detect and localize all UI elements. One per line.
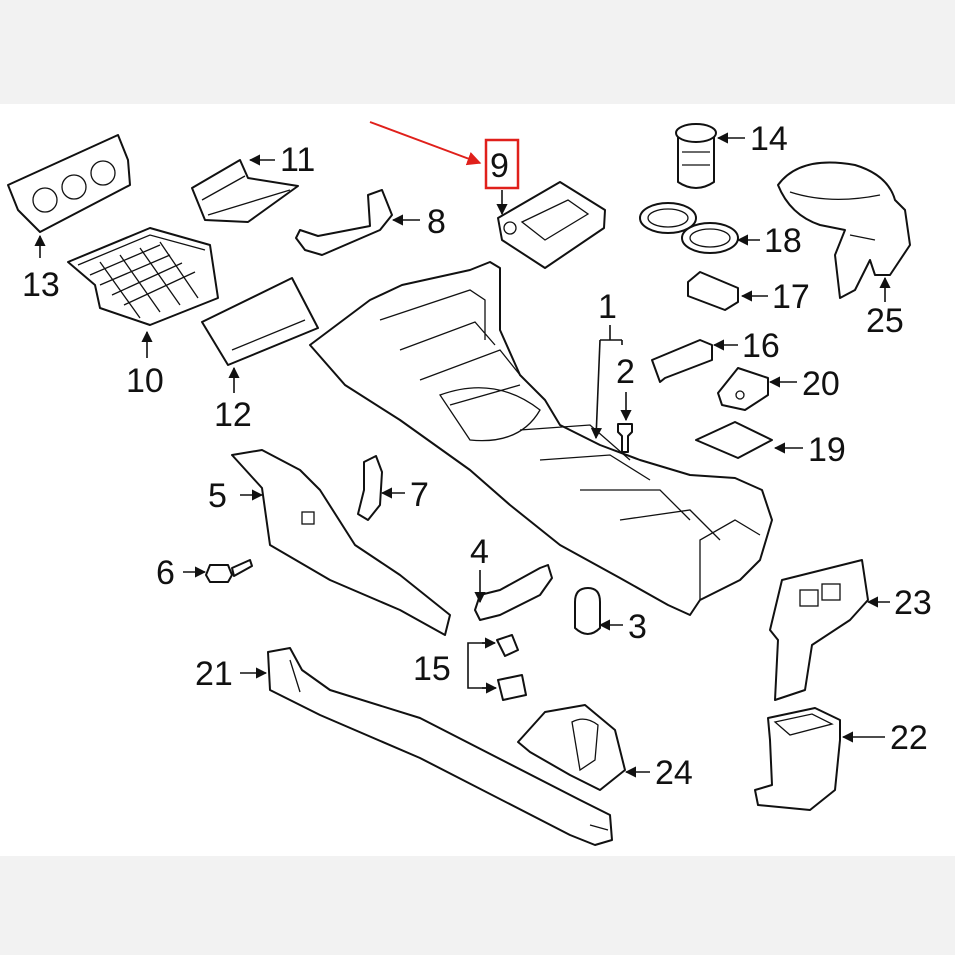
part-5-side-trim [231,449,451,636]
callout-23: 23 [894,584,932,622]
callout-3: 3 [628,608,647,646]
part-1-center-console [309,261,773,616]
part-9-console-insert [497,181,606,269]
callout-10: 10 [126,362,164,400]
callout-17: 17 [772,278,810,316]
part-17-clip [687,271,739,311]
callout-2: 2 [616,353,635,391]
part-12-cover-plate [201,277,319,366]
part-8-trim-strip [295,189,393,256]
part-14-cup-insert [675,123,717,189]
callout-19: 19 [808,431,846,469]
part-4-bracket [474,564,553,621]
callout-20: 20 [802,365,840,403]
part-10-storage-box [67,227,219,326]
callout-7: 7 [410,476,429,514]
callout-24: 24 [655,754,693,792]
callout-9: 9 [490,147,509,185]
callout-21: 21 [195,655,233,693]
part-19-pad [695,421,773,459]
part-11-tray [191,159,299,223]
part-22-rear-duct [754,707,841,811]
callout-labels: 1 2 3 4 5 6 7 8 9 10 11 12 13 14 15 16 1… [22,120,932,792]
callout-11: 11 [280,141,315,179]
callout-15: 15 [413,650,451,688]
callout-18: 18 [764,222,802,260]
callout-6: 6 [156,554,175,592]
part-7-bracket [357,455,383,521]
part-20-small-bracket [717,367,769,411]
part-18-cup-mat [639,202,739,254]
callout-25: 25 [866,302,904,340]
callout-13: 13 [22,266,60,304]
callout-22: 22 [890,719,928,757]
callout-12: 12 [214,396,252,434]
part-23-rear-vent [769,559,869,701]
part-15-clips [496,634,527,701]
part-6-bolt [205,559,253,583]
callout-5: 5 [208,477,227,515]
part-13-switch-panel [7,134,131,233]
part-16-bracket [651,339,713,383]
callout-4: 4 [470,533,489,571]
highlight-box [484,138,520,190]
part-25-armrest [777,161,911,299]
part-2-bolt [617,423,633,453]
highlight-pointer-arrow [369,121,482,166]
part-3-cap [574,587,601,635]
callout-16: 16 [742,327,780,365]
callout-8: 8 [427,203,446,241]
callout-14: 14 [750,120,788,158]
leader-lines [34,132,891,778]
callout-1: 1 [598,288,617,326]
part-21-duct [267,647,613,846]
